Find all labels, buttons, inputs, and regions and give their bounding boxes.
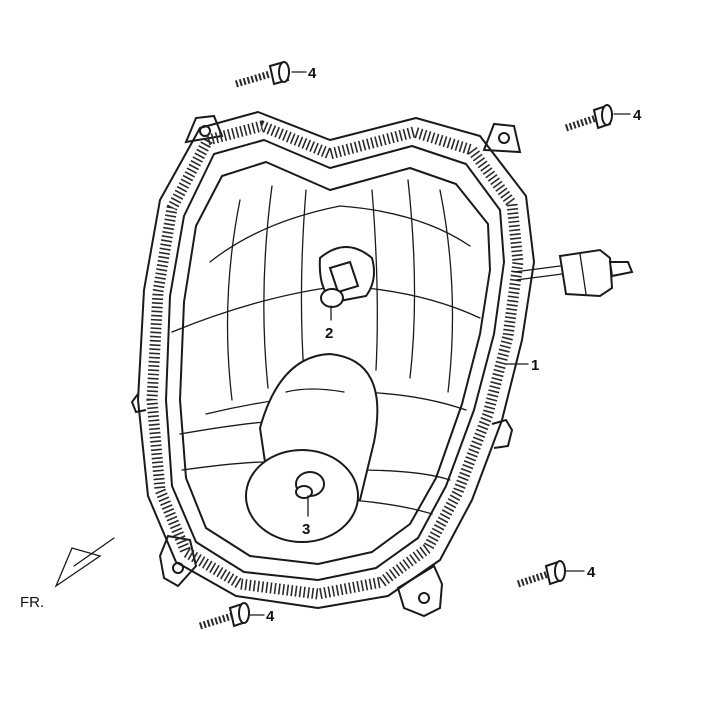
screw-bottom-right [516,560,566,588]
callout-screw-bottom-left: 4 [266,608,275,625]
leader-lines [249,71,631,616]
callout-bulb-lower: 3 [302,521,310,538]
screw-top-right [564,104,613,132]
callout-bulb-upper: 2 [325,325,333,342]
front-direction-arrow-icon [54,537,115,588]
callout-screw-top-left: 4 [308,65,317,82]
reflector-lip [179,161,491,565]
callout-screw-bottom-right: 4 [587,564,596,581]
callout-housing: 1 [531,357,539,374]
upper-bulb-socket [318,246,375,308]
callout-screw-top-right: 4 [633,107,642,124]
housing-outer-rim [137,111,535,609]
screw-bottom-left [198,602,250,630]
mounting-tab-bottom-right [396,564,444,618]
mounting-tab-top-right [482,122,522,154]
screw-top-left [235,60,290,88]
side-lug-right [491,418,514,449]
projector-lens [245,352,379,543]
connector-plug [513,248,634,298]
reflector-bowl [171,179,481,515]
front-direction-label: FR. [20,594,44,611]
housing-hatched-gasket [146,120,524,600]
housing-inner-rim [165,139,505,581]
